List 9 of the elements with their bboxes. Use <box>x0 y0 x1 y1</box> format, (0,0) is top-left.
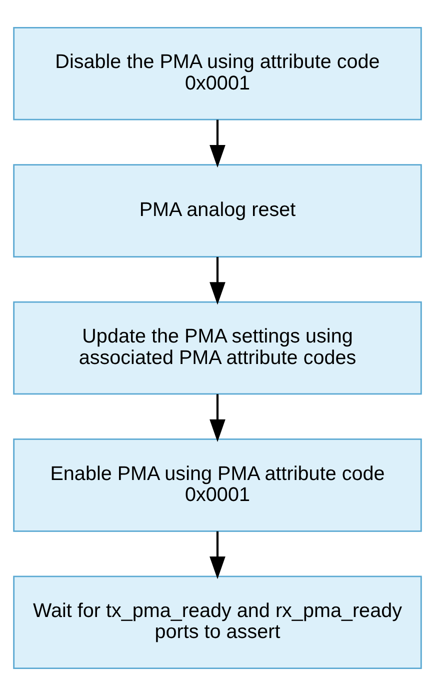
node-box: Update the PMA settings using associated PMA attribute codes <box>13 300 422 394</box>
node-box: Enable PMA using PMA attribute code 0x0001 <box>13 438 422 532</box>
arrow <box>210 394 226 442</box>
node-box: Wait for tx_pma_ready and rx_pma_ready ports to assert <box>13 575 422 669</box>
node-box: PMA analog reset <box>13 164 422 257</box>
arrow <box>210 530 226 579</box>
arrow <box>210 119 226 168</box>
arrow <box>210 256 226 304</box>
node-box: Disable the PMA using attribute code 0x0001 <box>13 26 422 120</box>
